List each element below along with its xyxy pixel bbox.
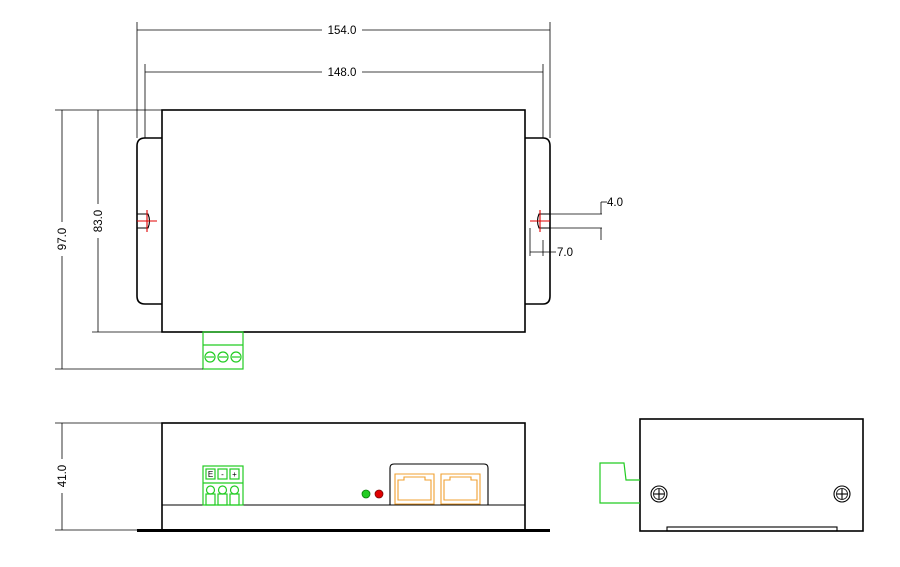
dim-inner-height: 83.0 — [92, 110, 162, 333]
dim-side-height-label: 41.0 — [57, 465, 69, 487]
dim-inner-width-label: 148.0 — [328, 67, 357, 79]
side-screw-right-icon — [833, 485, 851, 503]
dim-slot-offset-label: 7.0 — [557, 247, 573, 259]
dim-inner-width: 148.0 — [144, 64, 544, 138]
led-green-icon — [361, 489, 371, 499]
dim-inner-height-label: 83.0 — [93, 210, 105, 232]
dim-slot-offset: 7.0 — [529, 228, 573, 259]
rj45-housing — [389, 463, 489, 505]
dim-outer-width-label: 154.0 — [328, 25, 357, 37]
dim-outer-height-label: 97.0 — [57, 228, 69, 250]
dim-slot-width-label: 4.0 — [607, 197, 623, 209]
side-screw-left-icon — [650, 485, 668, 503]
side-view — [599, 418, 864, 532]
side-terminal-block — [599, 462, 640, 504]
rj45-port-2-icon — [440, 473, 481, 505]
dim-outer-width: 154.0 — [136, 22, 551, 138]
front-view: E - + — [55, 422, 550, 532]
terminal-label-e: E — [208, 470, 213, 479]
terminal-label-minus: - — [221, 470, 224, 479]
rj45-port-1-icon — [394, 473, 435, 505]
led-red-icon — [374, 489, 384, 499]
front-base-plate — [137, 529, 550, 532]
dim-side-height: 41.0 — [55, 422, 162, 531]
top-terminal-block — [202, 331, 244, 370]
right-slot-mark — [530, 210, 550, 232]
dim-outer-height: 97.0 — [55, 109, 203, 370]
dim-slot-width: 4.0 — [550, 197, 623, 240]
left-slot-mark — [137, 210, 157, 232]
top-view: 154.0 148.0 97.0 83.0 — [55, 22, 623, 370]
terminal-label-plus: + — [232, 470, 237, 479]
side-body — [639, 418, 864, 532]
front-terminal-block: E - + — [202, 465, 244, 506]
side-base-strip — [666, 526, 838, 532]
top-body — [161, 109, 526, 333]
